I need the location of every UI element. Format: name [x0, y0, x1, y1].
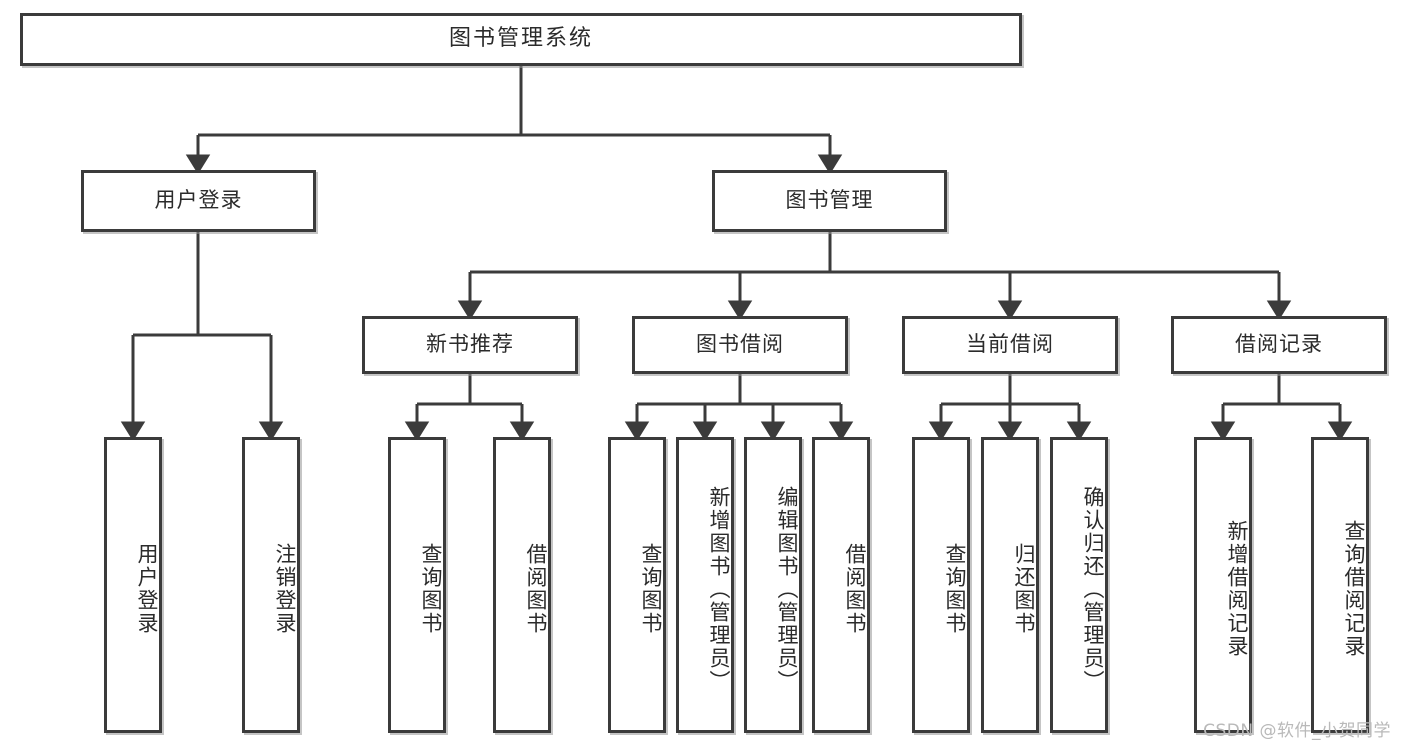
node-label: 查询图书 — [943, 543, 967, 635]
node-root-system[interactable]: 图书管理系统 — [20, 13, 1022, 66]
leaf-borrow-query-book[interactable]: 查询图书 — [608, 437, 666, 733]
leaf-records-add-record[interactable]: 新增借阅记录 — [1194, 437, 1252, 733]
node-label: 用户登录 — [154, 188, 243, 213]
node-label: 编辑图书（管理员） — [775, 485, 799, 693]
node-label: 新增图书（管理员） — [707, 485, 731, 693]
node-label: 查询图书 — [639, 543, 663, 635]
node-label: 新增借阅记录 — [1225, 520, 1249, 658]
node-label: 归还图书 — [1012, 543, 1036, 635]
leaf-recommend-borrow-book[interactable]: 借阅图书 — [493, 437, 551, 733]
node-borrow-records[interactable]: 借阅记录 — [1171, 316, 1387, 374]
leaf-recommend-query-book[interactable]: 查询图书 — [388, 437, 446, 733]
leaf-user-login-signout[interactable]: 注销登录 — [242, 437, 300, 733]
leaf-borrow-borrow-book[interactable]: 借阅图书 — [812, 437, 870, 733]
leaf-current-query-book[interactable]: 查询图书 — [912, 437, 970, 733]
node-label: 图书管理系统 — [448, 26, 593, 52]
node-label: 图书借阅 — [696, 332, 784, 357]
node-label: 新书推荐 — [426, 332, 514, 357]
node-book-borrow[interactable]: 图书借阅 — [632, 316, 848, 374]
leaf-current-confirm-return-admin[interactable]: 确认归还（管理员） — [1050, 437, 1108, 733]
leaf-records-query-record[interactable]: 查询借阅记录 — [1311, 437, 1369, 733]
node-label: 借阅记录 — [1235, 332, 1323, 357]
leaf-current-return-book[interactable]: 归还图书 — [981, 437, 1039, 733]
node-label: 当前借阅 — [966, 332, 1054, 357]
node-label: 确认归还（管理员） — [1081, 485, 1105, 693]
node-label: 借阅图书 — [524, 543, 548, 635]
leaf-borrow-add-book-admin[interactable]: 新增图书（管理员） — [676, 437, 734, 733]
leaf-borrow-edit-book-admin[interactable]: 编辑图书（管理员） — [744, 437, 802, 733]
node-new-book-recommend[interactable]: 新书推荐 — [362, 316, 578, 374]
node-label: 查询图书 — [419, 543, 443, 635]
leaf-user-login-signin[interactable]: 用户登录 — [104, 437, 162, 733]
csdn-watermark: CSDN @软件_小贺同学 — [1203, 721, 1391, 741]
node-label: 借阅图书 — [843, 543, 867, 635]
node-user-login[interactable]: 用户登录 — [81, 170, 316, 232]
node-label: 注销登录 — [273, 543, 297, 635]
node-book-management[interactable]: 图书管理 — [712, 170, 947, 232]
node-label: 图书管理 — [785, 188, 874, 213]
node-current-borrow[interactable]: 当前借阅 — [902, 316, 1118, 374]
node-label: 用户登录 — [135, 543, 159, 635]
node-label: 查询借阅记录 — [1342, 520, 1366, 658]
